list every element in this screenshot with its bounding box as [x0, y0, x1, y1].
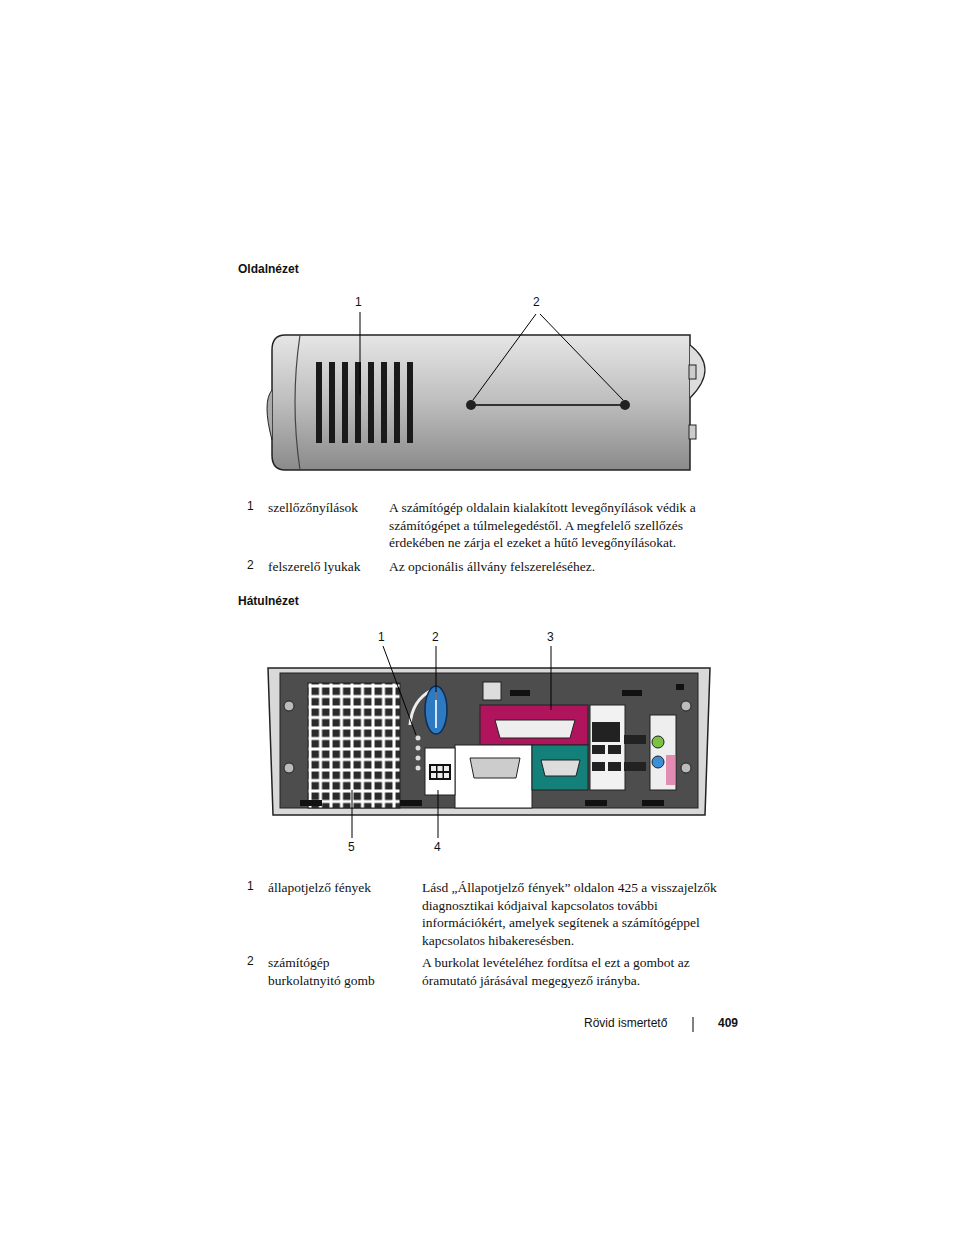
callout-number: 5 — [348, 840, 355, 855]
table-cell: állapotjelző fények — [268, 879, 413, 897]
table-cell: 2 — [247, 558, 254, 573]
table-cell: 1 — [247, 879, 254, 894]
table-cell: 1 — [247, 499, 254, 514]
table-cell: számítógép burkolatnyitó gomb — [268, 954, 388, 989]
table-cell: szellőzőnyílások — [268, 499, 386, 517]
callout-number: 2 — [432, 630, 439, 645]
table-cell: felszerelő lyukak — [268, 558, 386, 576]
callout-number: 4 — [434, 840, 441, 855]
footer-text: Rövid ismertető — [584, 1016, 667, 1031]
table-cell: Az opcionális állvány felszereléséhez. — [389, 558, 734, 576]
footer-separator — [693, 1017, 694, 1032]
callout-number: 2 — [533, 295, 540, 310]
callout-number: 3 — [547, 630, 554, 645]
back-view — [268, 646, 710, 838]
table-cell: 2 — [247, 954, 254, 969]
section-heading: Oldalnézet — [238, 262, 299, 277]
table-cell: A burkolat levételéhez fordítsa el ezt a… — [422, 954, 722, 989]
callout-number: 1 — [355, 295, 362, 310]
section-heading: Hátulnézet — [238, 594, 299, 609]
page-number: 409 — [718, 1016, 738, 1031]
side-view — [267, 312, 705, 470]
table-cell: A számítógép oldalain kialakított levegő… — [389, 499, 734, 552]
table-cell: Lásd „Állapotjelző fények” oldalon 425 a… — [422, 879, 737, 949]
callout-number: 1 — [378, 630, 385, 645]
